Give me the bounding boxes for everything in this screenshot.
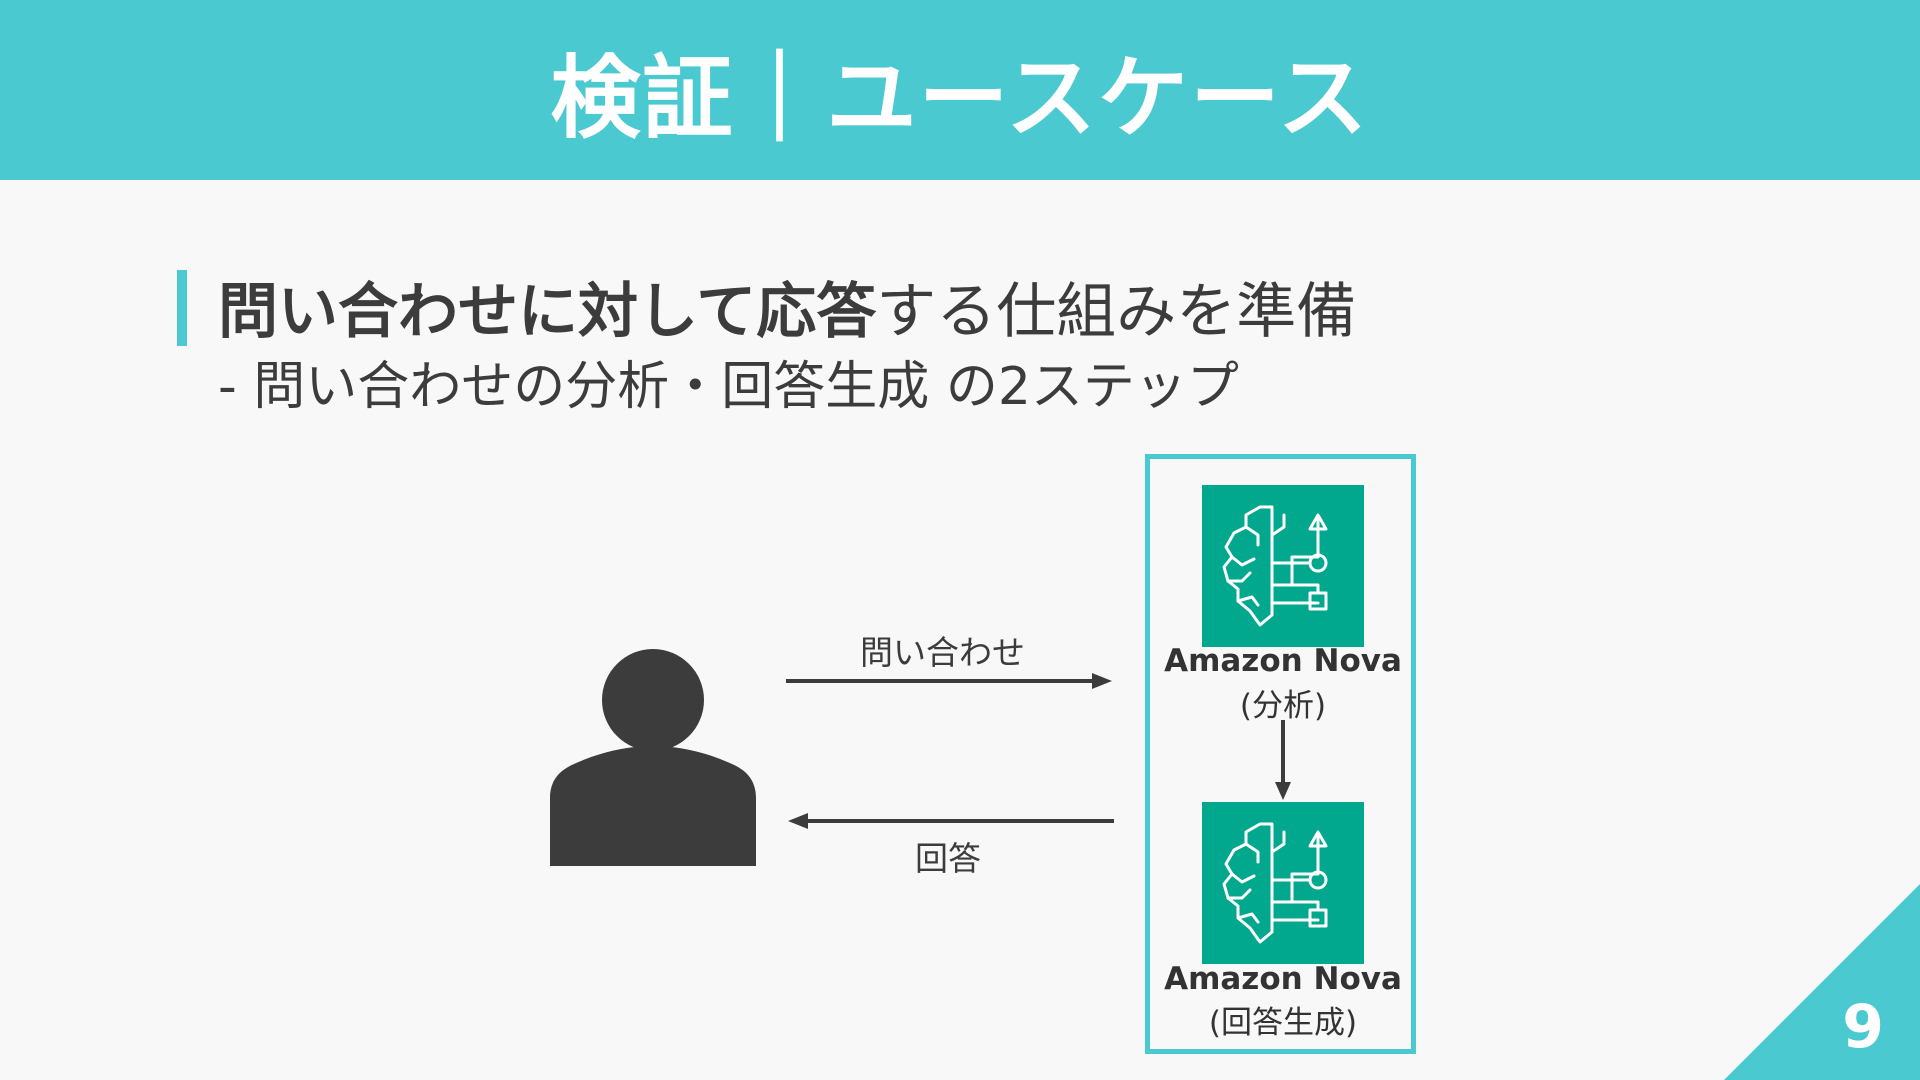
user-head (602, 649, 704, 751)
analysis-to-generation-arrow (1275, 720, 1291, 800)
nova-generation-name: Amazon Nova (1164, 961, 1402, 997)
inquiry-label: 問い合わせ (860, 633, 1025, 672)
model-group-frame (1145, 454, 1416, 1054)
inquiry-arrow (786, 673, 1112, 689)
heading-normal-text: する仕組みを準備 (876, 277, 1357, 347)
user-icon (550, 649, 756, 866)
brain-circuit-icon (1222, 505, 1328, 627)
heading-bold-text: 問い合わせに対して応答 (218, 277, 877, 347)
title-banner: 検証｜ユースケース (0, 0, 1920, 180)
heading-accent-bar (177, 270, 187, 346)
nova-analysis-icon (1202, 485, 1364, 647)
brain-circuit-icon (1222, 822, 1328, 944)
page-corner-triangle (1724, 884, 1920, 1080)
slide-title: 検証｜ユースケース (550, 46, 1370, 151)
user-body (550, 746, 756, 866)
answer-arrow (788, 813, 1114, 829)
nova-generation-role: (回答生成) (1208, 1005, 1358, 1041)
nova-analysis-name: Amazon Nova (1164, 643, 1402, 679)
nova-analysis-role: (分析) (1239, 688, 1327, 724)
heading: 問い合わせに対して応答する仕組みを準備 (218, 272, 1356, 352)
nova-generation-icon (1202, 802, 1364, 964)
page-number: 9 (1842, 992, 1884, 1062)
answer-label: 回答 (915, 839, 981, 878)
subheading: - 問い合わせの分析・回答生成 の2ステップ (218, 357, 1239, 417)
